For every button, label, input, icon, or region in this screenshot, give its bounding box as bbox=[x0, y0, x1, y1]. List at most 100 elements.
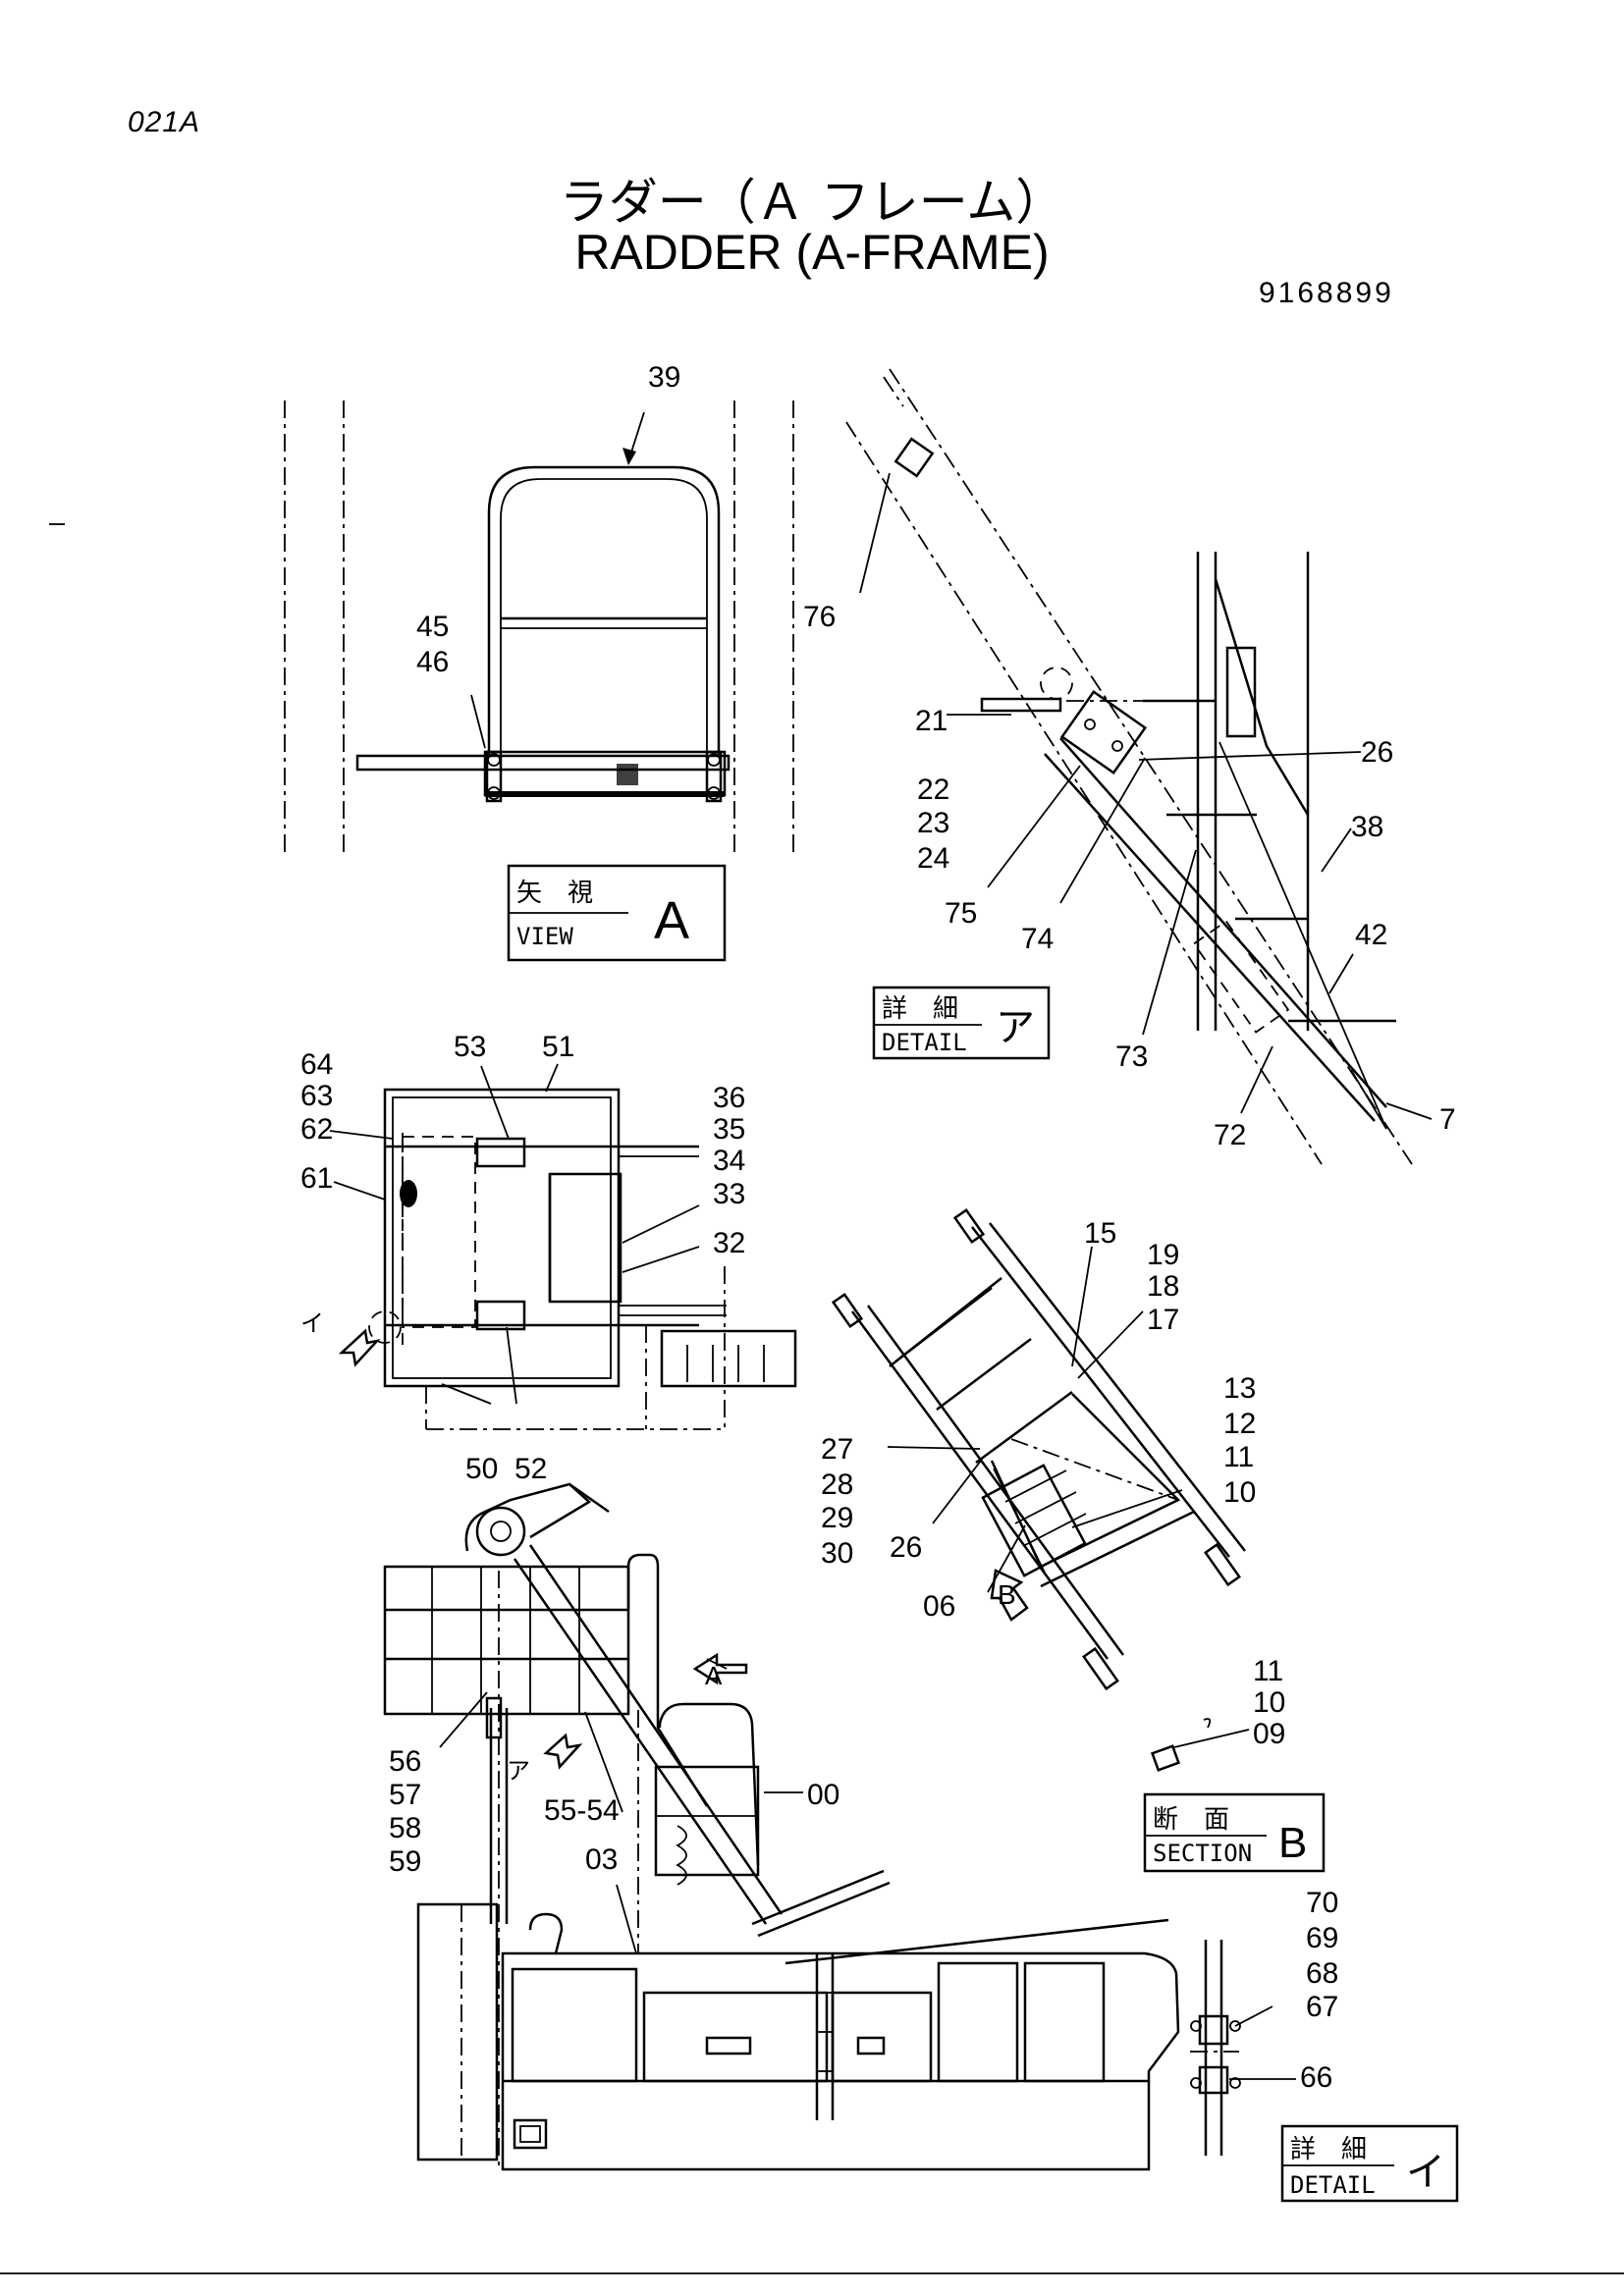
detail-marker: イ bbox=[300, 1310, 324, 1337]
callout: 26 bbox=[890, 1531, 922, 1564]
callout: 11 bbox=[1253, 1655, 1283, 1687]
part-number: 9168899 bbox=[1259, 277, 1394, 309]
detail-a-drawing bbox=[845, 368, 1413, 1165]
callout: 52 bbox=[514, 1453, 547, 1485]
callout: 51 bbox=[542, 1031, 574, 1063]
callout: 73 bbox=[1115, 1041, 1148, 1073]
callout: 70 bbox=[1306, 1887, 1338, 1919]
callout: 33 bbox=[713, 1178, 745, 1210]
callout: 17 bbox=[1147, 1304, 1179, 1336]
callout: 42 bbox=[1355, 919, 1387, 951]
callout: 63 bbox=[300, 1080, 333, 1112]
box-letter: ア bbox=[996, 1006, 1035, 1049]
callout: 59 bbox=[389, 1845, 421, 1878]
machine-callouts: 56 57 58 59 55-54 03 00 A ア bbox=[389, 1661, 839, 1878]
callout: 55-54 bbox=[544, 1794, 620, 1827]
detail-a-callouts: 76 21 22 23 24 75 74 26 38 42 73 72 7 bbox=[803, 601, 1456, 1151]
detail-a-leaders bbox=[859, 472, 1433, 1120]
callout: 66 bbox=[1300, 2061, 1332, 2094]
callout: 45 bbox=[416, 611, 449, 643]
title-english: RADDER (A-FRAME) bbox=[574, 225, 1050, 280]
callout: 10 bbox=[1223, 1476, 1256, 1509]
callout: 34 bbox=[713, 1145, 745, 1177]
callout: 62 bbox=[300, 1113, 333, 1146]
ladder-callouts: 15 19 18 17 13 12 11 10 27 28 29 30 26 0… bbox=[821, 1217, 1256, 1623]
callout: 28 bbox=[821, 1468, 853, 1501]
callout: 36 bbox=[713, 1082, 745, 1114]
callout: 38 bbox=[1351, 811, 1383, 843]
callout: 69 bbox=[1306, 1922, 1338, 1954]
box-label-jp: 詳 細 bbox=[1290, 2135, 1367, 2164]
section-marker: B bbox=[998, 1579, 1016, 1610]
callout: 75 bbox=[945, 897, 977, 930]
callout: 09 bbox=[1253, 1718, 1285, 1750]
plan-view-leaders bbox=[329, 1063, 700, 1405]
callout: 72 bbox=[1214, 1119, 1246, 1151]
callout: 30 bbox=[821, 1537, 853, 1570]
box-label-jp: 詳 細 bbox=[882, 994, 958, 1024]
callout: 61 bbox=[300, 1162, 333, 1195]
callout: 35 bbox=[713, 1113, 745, 1146]
callout: 10 bbox=[1253, 1686, 1285, 1719]
section-b-callouts: 11 10 09 bbox=[1253, 1655, 1285, 1750]
detail-a-label-box: 詳 細 DETAIL ア bbox=[872, 986, 1051, 1060]
box-letter: イ bbox=[1406, 2151, 1445, 2194]
detail-i-label-box: 詳 細 DETAIL イ bbox=[1280, 2124, 1459, 2203]
callout: 46 bbox=[416, 646, 449, 678]
ladder-drawing bbox=[831, 1207, 1246, 1691]
machine-leaders bbox=[439, 1691, 803, 1954]
callout: 15 bbox=[1084, 1217, 1116, 1250]
callout: 56 bbox=[389, 1745, 421, 1778]
callout: 26 bbox=[1361, 736, 1393, 769]
callout: 64 bbox=[300, 1048, 333, 1081]
callout: 23 bbox=[917, 807, 949, 839]
detail-marker: ア bbox=[507, 1758, 530, 1785]
box-label-en: VIEW bbox=[516, 923, 573, 950]
view-a-label-box: 矢 視 VIEW A bbox=[507, 864, 727, 962]
detail-i-drawing bbox=[1190, 1940, 1241, 2156]
callout: 67 bbox=[1306, 1991, 1338, 2023]
view-a-drawing bbox=[284, 400, 794, 852]
callout: 13 bbox=[1223, 1372, 1256, 1405]
plan-view-callouts: 64 63 62 61 53 51 36 35 34 33 32 50 52 イ bbox=[300, 1031, 745, 1485]
title-japanese: ラダー（Ａ フレーム） bbox=[559, 174, 1065, 231]
callout: 24 bbox=[917, 842, 949, 875]
box-label-en: DETAIL bbox=[1290, 2171, 1376, 2199]
callout: 58 bbox=[389, 1812, 421, 1844]
callout: 19 bbox=[1147, 1239, 1179, 1271]
callout: 18 bbox=[1147, 1270, 1179, 1303]
ladder-leaders bbox=[887, 1246, 1183, 1593]
callout: 12 bbox=[1223, 1408, 1256, 1440]
callout: 74 bbox=[1021, 923, 1054, 955]
callout: 7 bbox=[1439, 1103, 1456, 1136]
box-letter: B bbox=[1278, 1819, 1307, 1867]
section-b-drawing bbox=[1150, 1718, 1250, 1772]
callout: 32 bbox=[713, 1227, 745, 1259]
detail-i-leaders bbox=[1229, 2005, 1296, 2080]
page-code: 021A bbox=[128, 106, 201, 138]
callout: 39 bbox=[648, 361, 680, 394]
section-b-label-box: 断 面 SECTION B bbox=[1143, 1792, 1326, 1873]
callout: 22 bbox=[917, 774, 949, 806]
callout: 27 bbox=[821, 1433, 853, 1466]
box-label-en: SECTION bbox=[1153, 1840, 1252, 1867]
callout: 68 bbox=[1306, 1957, 1338, 1990]
box-label-jp: 矢 視 bbox=[516, 879, 593, 908]
callout: 21 bbox=[915, 705, 947, 737]
box-label-en: DETAIL bbox=[882, 1029, 967, 1056]
detail-i-callouts: 70 69 68 67 66 bbox=[1300, 1887, 1338, 2094]
callout: 50 bbox=[465, 1453, 498, 1485]
callout: 11 bbox=[1223, 1441, 1254, 1473]
box-letter: A bbox=[654, 891, 689, 950]
callout: 29 bbox=[821, 1502, 853, 1534]
view-a-callouts: 39 45 46 bbox=[416, 361, 680, 678]
callout: 03 bbox=[585, 1843, 618, 1876]
machine-drawing bbox=[383, 1482, 1180, 2171]
callout: 53 bbox=[454, 1031, 486, 1063]
callout: 57 bbox=[389, 1779, 421, 1811]
view-marker: A bbox=[705, 1661, 723, 1690]
callout: 76 bbox=[803, 601, 836, 633]
callout: 00 bbox=[807, 1779, 839, 1811]
